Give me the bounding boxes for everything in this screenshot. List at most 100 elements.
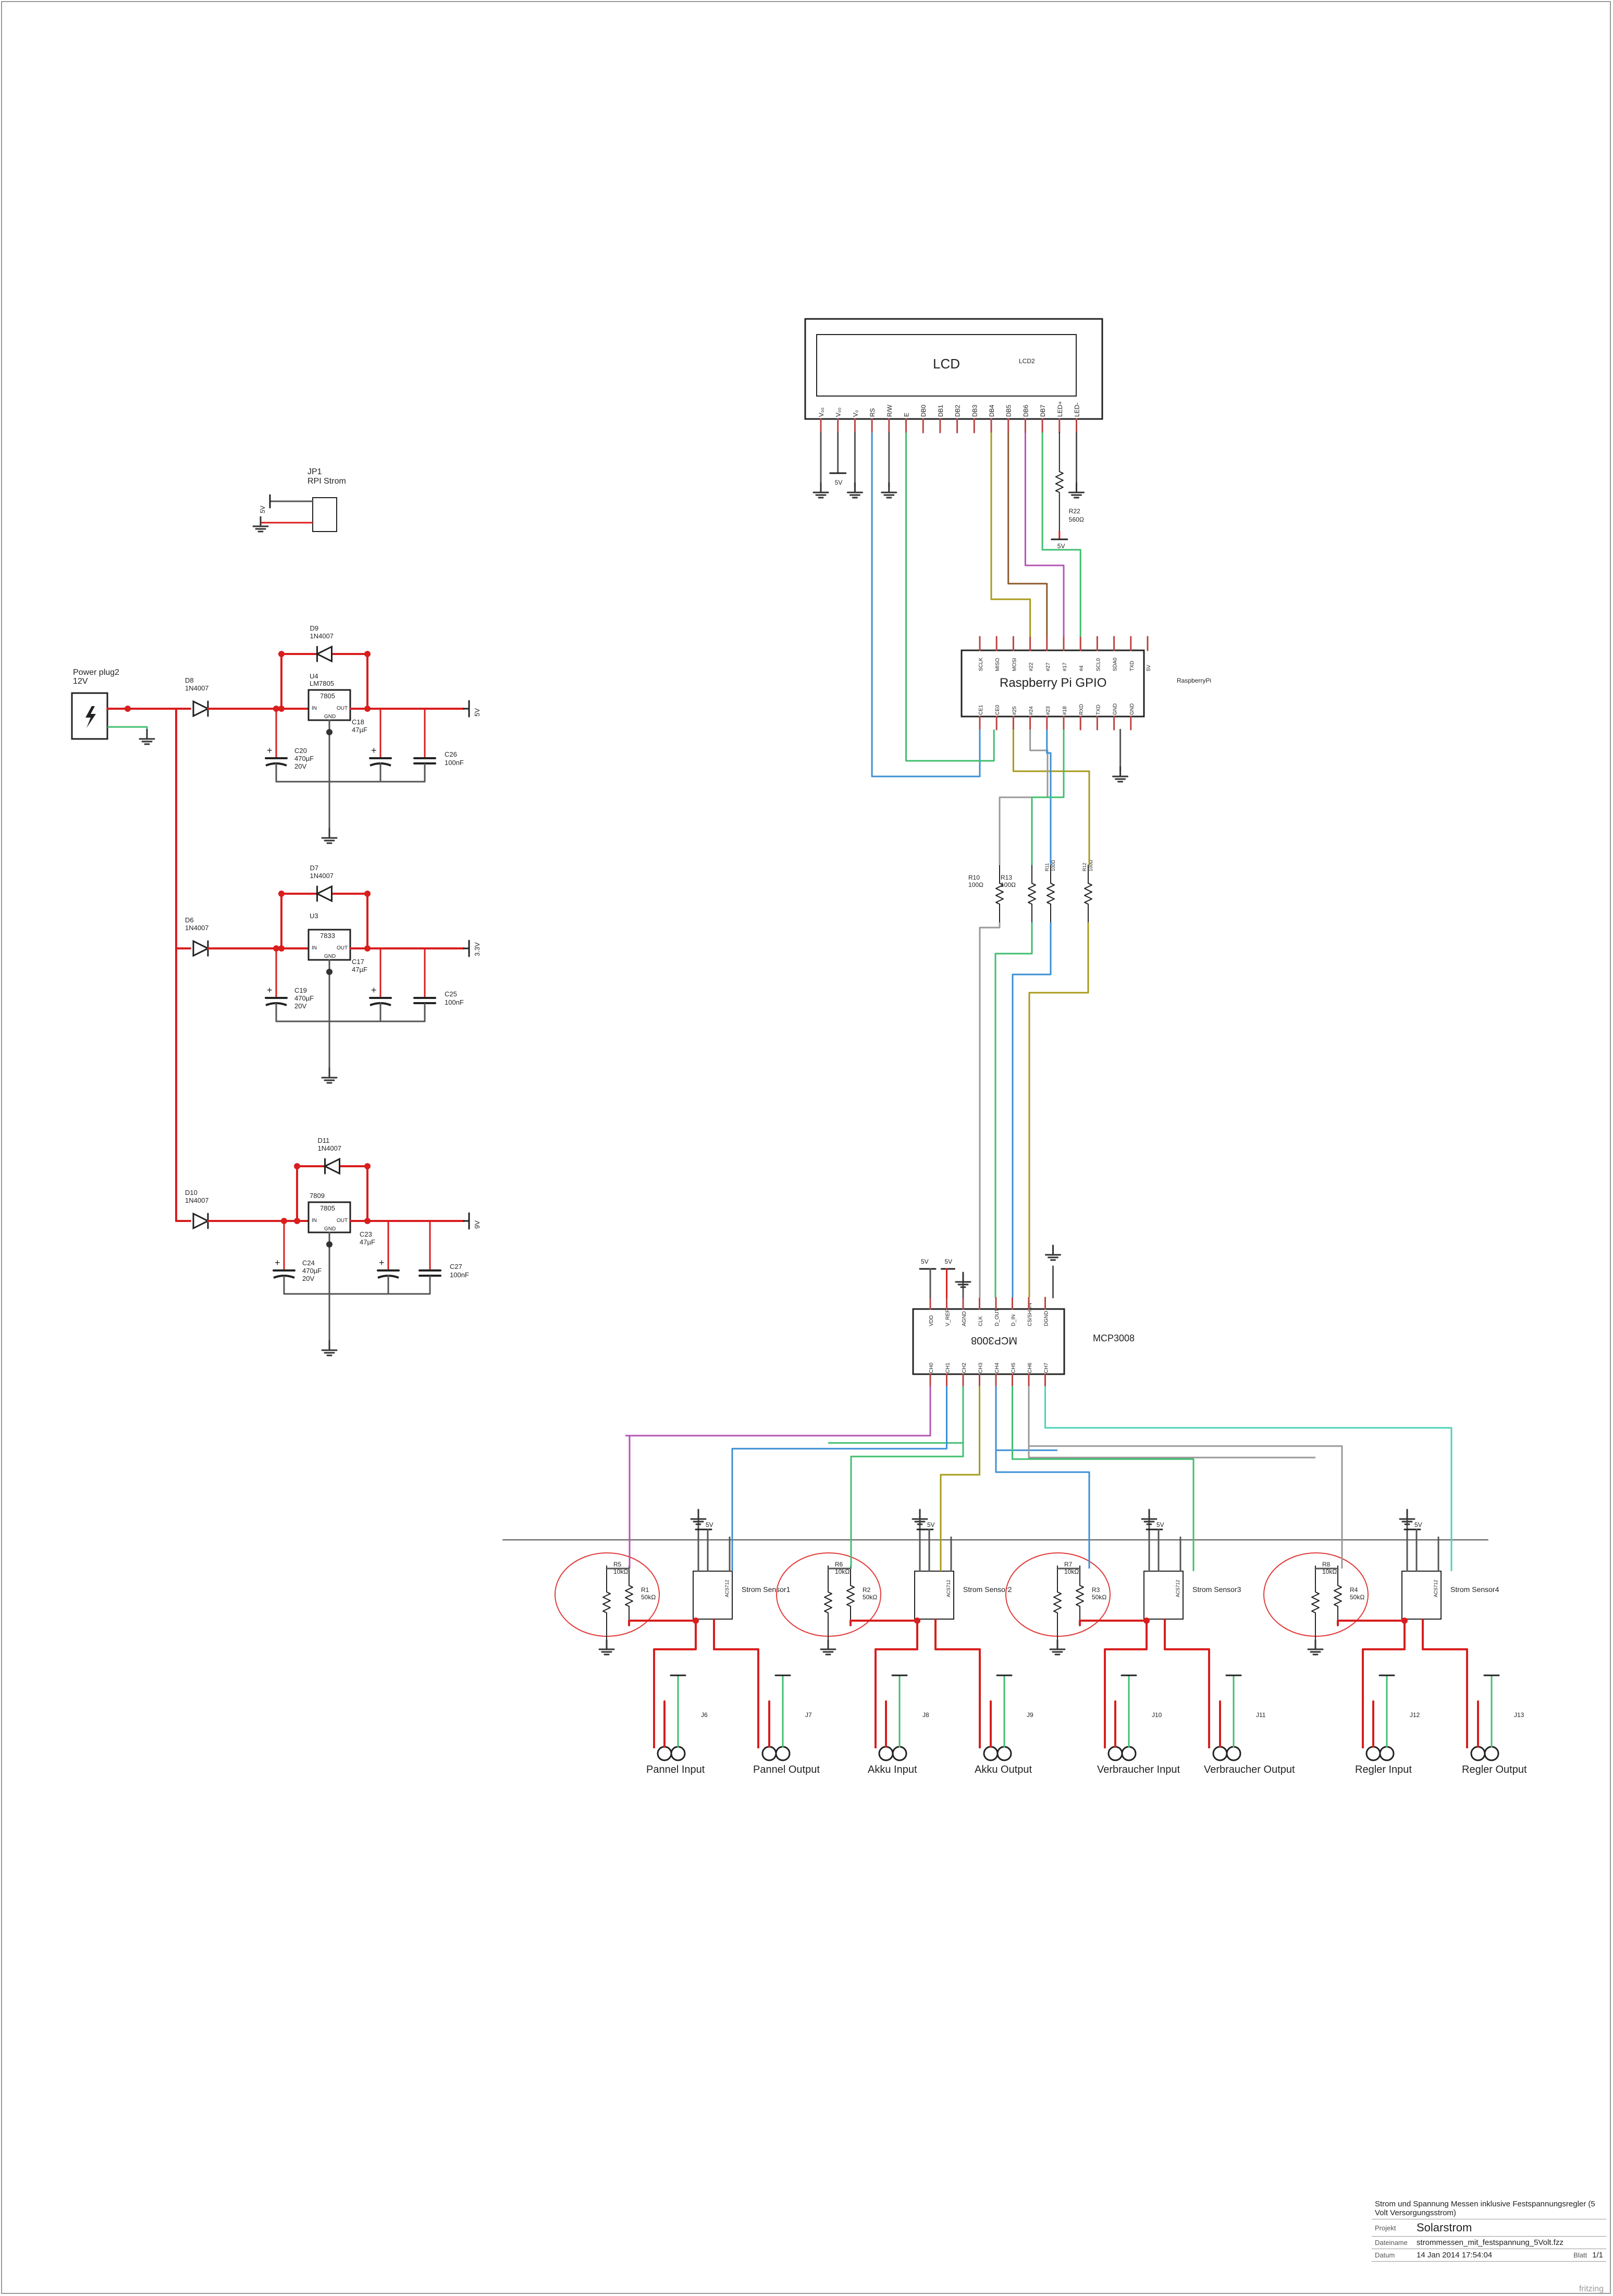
title-block: Strom und Spannung Messen inklusive Fest…	[1372, 2198, 1606, 2262]
mcp-bottom-pin-4: CH4	[994, 1363, 1000, 1373]
reg1-pin-gnd: GND	[324, 714, 336, 720]
junction-dot	[278, 945, 285, 952]
sensor3-jack-out	[1226, 1746, 1241, 1761]
reg3-out-voltage: 9V	[473, 1220, 481, 1229]
sensor3-ch-a	[995, 1386, 1057, 1451]
mcp-top-pin-3: CLK	[978, 1316, 984, 1326]
sensor1-out-path	[713, 1619, 759, 1748]
sensor3-r-bot-ref: R3	[1092, 1586, 1100, 1594]
reg3-d-in-type: 1N4007	[185, 1196, 209, 1204]
wire-db5	[1007, 433, 1048, 637]
lcd-pin-15: LED-	[1074, 403, 1081, 417]
sensor3-acs712	[1143, 1571, 1184, 1620]
divider-ref-0: R10	[968, 874, 980, 881]
sensor4-in-wire	[1362, 1619, 1406, 1748]
jp1-ref: JP1	[307, 467, 322, 476]
title-file-row: Dateiname strommessen_mit_festspannung_5…	[1372, 2237, 1606, 2249]
reg1-d-fb-type: 1N4007	[310, 632, 334, 640]
wire-db7	[1041, 433, 1081, 637]
reg3-c-big-v: 20V	[302, 1275, 314, 1282]
sensor3-r-top-ref: R7	[1064, 1561, 1073, 1568]
power-plug-name: Power plug2	[73, 668, 119, 677]
lcd-pin-9: DB3	[971, 404, 978, 417]
mcp-vdd-5v: 5V	[921, 1258, 929, 1265]
sensor1-acs712	[693, 1571, 733, 1620]
mcp-bottom-pin-5: CH5	[1011, 1363, 1017, 1373]
reg2-pin-in: IN	[312, 945, 317, 951]
sheet-value: 1/1	[1592, 2251, 1603, 2260]
reg2-regulator-ref: U3	[310, 912, 318, 920]
power-plug-icon	[85, 706, 96, 728]
sensor2-label-in: Akku Input	[868, 1764, 917, 1775]
wire-mcp-din	[1012, 922, 1052, 1298]
date-value: 14 Jan 2014 17:54:04	[1417, 2251, 1493, 2260]
mcp-top-pin-4: D_OUT	[994, 1309, 1000, 1326]
lcd-pin-3: RS	[869, 408, 876, 417]
rpi-ref: RaspberryPi	[1177, 677, 1211, 684]
divider-ref-3: R12	[1082, 862, 1087, 871]
junction-dot	[364, 945, 371, 952]
file-name: strommessen_mit_festspannung_5Volt.fzz	[1417, 2238, 1563, 2247]
sensor1-name: Strom Sensor1	[742, 1585, 791, 1594]
lcd-pin-6: DB0	[920, 404, 927, 417]
reg2-regulator	[307, 929, 351, 961]
junction-dot	[294, 1218, 300, 1224]
rpi-title: Raspberry Pi GPIO	[1000, 676, 1106, 690]
mcp-top-pin-0: VDD	[929, 1315, 934, 1326]
sensor1-jack-out	[775, 1746, 791, 1761]
mcp-top-pin-7: DGND	[1044, 1311, 1050, 1326]
file-label: Dateiname	[1375, 2239, 1408, 2246]
reg2-c-big-ref: C19	[294, 986, 307, 994]
sensor1-r-bot-ref: R1	[641, 1586, 649, 1594]
rpi-top-pin-4: #27	[1045, 662, 1051, 671]
sensor1-r-bottom	[625, 1585, 633, 1607]
power-plug-voltage: 12V	[73, 677, 88, 686]
reg1-d-in-ref: D8	[185, 676, 194, 684]
sensor1-label-out: Pannel Output	[753, 1764, 820, 1775]
junction-dot	[278, 891, 285, 897]
rpi-top-pin-10: 5V	[1146, 664, 1152, 671]
sensor2-r-top	[824, 1591, 832, 1613]
sensor3-name: Strom Sensor3	[1192, 1585, 1241, 1594]
r22-resistor	[1055, 471, 1064, 493]
lcd-pin-8: DB2	[954, 404, 962, 417]
reg3-feedback-diode	[323, 1157, 340, 1175]
rpi-top-pin-5: #17	[1062, 662, 1068, 671]
reg1-c-big-v: 20V	[294, 762, 306, 770]
sensor1-sense-wire	[628, 1619, 697, 1626]
mcp-bottom-pin-6: CH6	[1027, 1363, 1033, 1373]
r22-val: 560Ω	[1069, 516, 1084, 523]
fritzing-logo: fritzing	[1579, 2285, 1604, 2293]
reg2-cap-mid-plus: +	[371, 985, 377, 995]
sensor4-r-bot-ref: R4	[1350, 1586, 1358, 1594]
power-plug	[71, 692, 108, 740]
sensor2-r-bottom	[846, 1585, 855, 1607]
rpi-bottom-pin-9: GND	[1129, 703, 1135, 715]
reg2-cap-big-plus: +	[267, 985, 273, 995]
junction-dot	[125, 706, 131, 712]
lcd-pin-10: DB4	[988, 404, 995, 417]
wire-miso-div	[999, 730, 1049, 865]
reg1-c-big-ref: C20	[294, 747, 307, 755]
sensor2-label-out: Akku Output	[975, 1764, 1032, 1775]
divider-resistor-1	[1028, 883, 1036, 905]
rpi-top-pin-1: MISO	[995, 658, 1001, 671]
sensor1-acs712-chip: ACS712	[724, 1579, 730, 1597]
divider-val-1: 100Ω	[1001, 881, 1016, 888]
junction-dot	[273, 945, 279, 952]
lcd-pin-2: V₀	[852, 410, 859, 417]
lcd-ref: LCD2	[1019, 357, 1035, 365]
rpi-top-pin-2: MOSI	[1012, 658, 1017, 671]
sensor4-j-in-ref: J12	[1410, 1711, 1420, 1719]
reg3-regulator-chip: 7805	[320, 1204, 335, 1212]
sensor3-jack-out	[1212, 1746, 1228, 1761]
divider-val-3: 100Ω	[1088, 860, 1093, 871]
reg1-cap-mid-plus: +	[371, 745, 377, 756]
reg2-c-small-val: 100nF	[445, 998, 464, 1006]
sensor1-5v: 5V	[706, 1521, 713, 1528]
reg2-d-in-type: 1N4007	[185, 924, 209, 932]
reg3-regulator-type: 7809	[310, 1192, 325, 1200]
mcp3008-chip	[912, 1308, 1065, 1375]
reg3-cap-mid-plus: +	[379, 1257, 385, 1268]
reg1-regulator-chip: 7805	[320, 692, 335, 700]
